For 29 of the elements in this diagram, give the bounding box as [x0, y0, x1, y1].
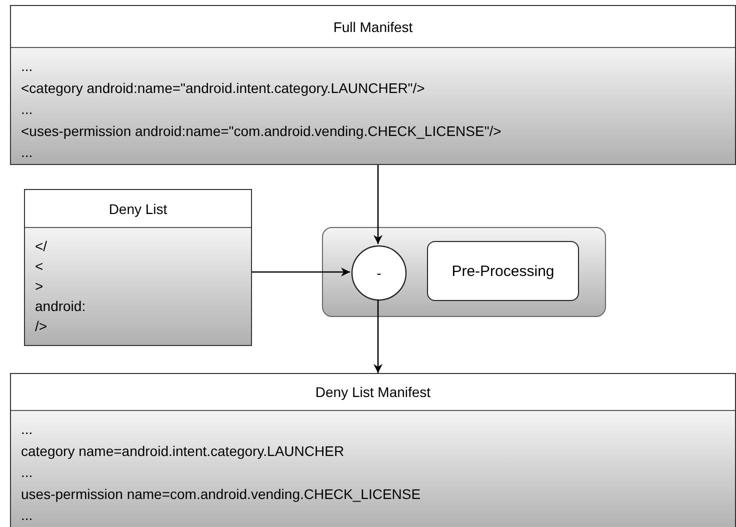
code-line: <: [35, 258, 44, 274]
list-box: [10, 373, 736, 527]
code-line: android:: [35, 298, 86, 314]
process-label: Pre-Processing: [452, 262, 554, 280]
box-heading: Full Manifest: [333, 18, 413, 34]
box-heading: Deny List Manifest: [315, 384, 431, 400]
code-line: ...: [21, 421, 33, 437]
list-box: [24, 189, 252, 346]
box-heading: Deny List: [108, 200, 168, 216]
code-line: </: [35, 238, 48, 254]
process-group-box: [322, 227, 606, 317]
process-box: [427, 241, 579, 301]
arrow: [374, 300, 382, 373]
arrow: [252, 268, 350, 276]
code-line: />: [35, 318, 48, 334]
operator-circle: [351, 245, 407, 301]
code-line: ...: [21, 58, 33, 74]
code-line: ...: [21, 464, 33, 480]
code-line: ...: [21, 144, 33, 160]
code-line: ...: [21, 101, 33, 117]
code-line: >: [35, 278, 44, 294]
list-box: [10, 5, 736, 165]
arrow: [374, 165, 382, 244]
code-line: category name=android.intent.category.LAUNCHER: [21, 442, 344, 458]
code-line: ...: [21, 507, 33, 523]
operator-label: -: [376, 265, 382, 281]
code-line: <category android:name="android.intent.category.LAUNCHER"/>: [21, 80, 425, 96]
code-line: uses-permission name=com.android.vending.CHECK_LICENSE: [21, 486, 421, 502]
code-line: <uses-permission android:name="com.android.vending.CHECK_LICENSE"/>: [21, 122, 502, 138]
